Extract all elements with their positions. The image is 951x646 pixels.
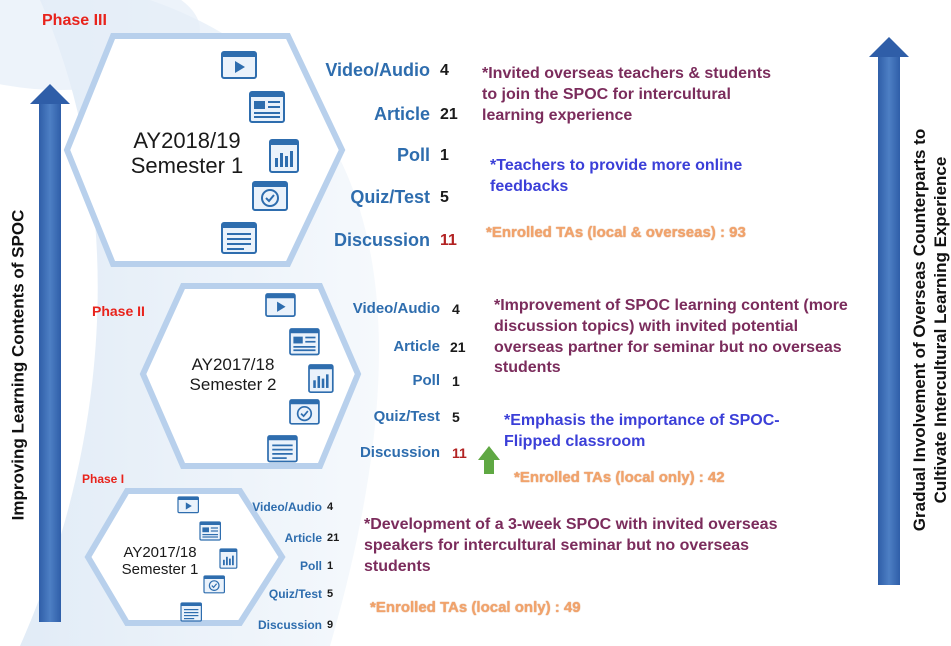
item-label: Article: [284, 531, 322, 545]
item-label: Discussion: [333, 230, 430, 250]
phase-1-semester: AY2017/18 Semester 1: [95, 544, 225, 579]
item-count: 4: [452, 301, 460, 317]
item-count: 11: [452, 445, 467, 461]
item-label: Article: [393, 338, 440, 355]
semester-line2: Semester 2: [189, 374, 277, 394]
item-count: 1: [327, 560, 334, 572]
item-label: Quiz/Test: [268, 587, 322, 601]
phase-2-note: *Improvement of SPOC learning content (m…: [494, 297, 848, 377]
item-label: Article: [373, 104, 430, 124]
discussion-icon: [267, 435, 298, 463]
phase-2-enrolled: *Enrolled TAs (local only) : 42: [514, 469, 725, 486]
item-label: Poll: [299, 559, 322, 573]
item-count: 5: [452, 409, 460, 425]
item-count: 11: [440, 232, 457, 249]
phase-2-semester: AY2017/18 Semester 2: [158, 355, 308, 394]
item-label: Discussion: [257, 618, 322, 632]
semester-line2: Semester 1: [130, 153, 244, 179]
right-axis-label-line2: Cultivate Intercultural Learning Experie…: [931, 156, 950, 504]
phase-2-label: Phase II: [92, 303, 145, 319]
item-label: Video/Audio: [325, 60, 430, 80]
video-icon: [265, 293, 296, 317]
phase-3-enrolled: *Enrolled TAs (local & overseas) : 93: [486, 224, 746, 241]
item-label: Video/Audio: [252, 500, 322, 514]
item-count: 1: [440, 147, 449, 164]
item-label: Discussion: [359, 444, 440, 461]
increase-arrow-icon: [478, 446, 500, 474]
item-count: 1: [452, 373, 460, 389]
semester-line1: AY2017/18: [123, 544, 197, 561]
item-label: Video/Audio: [352, 300, 440, 317]
item-count: 21: [450, 339, 466, 355]
hexagon-phase-1: [84, 488, 286, 626]
video-icon: [221, 51, 257, 79]
phase-1-enrolled: *Enrolled TAs (local only) : 49: [370, 599, 581, 616]
item-label: Quiz/Test: [350, 187, 430, 207]
semester-line2: Semester 1: [121, 561, 199, 579]
item-count: 5: [440, 189, 449, 206]
semester-line1: AY2018/19: [133, 128, 241, 153]
right-up-arrow: [869, 37, 909, 585]
phase-2-blue-note: *Emphasis the importance of SPOC-Flipped…: [504, 412, 780, 450]
left-up-arrow: [30, 84, 70, 622]
item-label: Poll: [412, 372, 440, 389]
phase-3-semester: AY2018/19 Semester 1: [97, 128, 277, 179]
right-axis-label-line1: Gradual Involvement of Overseas Counterp…: [909, 128, 929, 532]
semester-line1: AY2017/18: [191, 355, 275, 374]
video-icon: [177, 496, 199, 514]
item-label: Quiz/Test: [373, 408, 440, 425]
item-count: 5: [327, 588, 334, 600]
item-count: 21: [440, 106, 458, 123]
item-count: 4: [440, 62, 449, 79]
phase-3-blue-note: *Teachers to provide more online feedbac…: [490, 157, 743, 195]
item-count: 9: [327, 619, 334, 631]
item-label: Poll: [396, 145, 430, 165]
discussion-icon: [221, 222, 257, 254]
phase-3-note: *Invited overseas teachers & students to…: [482, 65, 772, 124]
item-count: 4: [327, 501, 334, 513]
discussion-icon: [180, 602, 202, 622]
right-axis-label: Gradual Involvement of Overseas Counterp…: [909, 129, 951, 531]
phase-3-label: Phase III: [42, 12, 107, 29]
phase-1-note: *Development of a 3-week SPOC with invit…: [364, 516, 778, 575]
item-count: 21: [327, 532, 340, 544]
left-axis-label: Improving Learning Contents of SPOC: [8, 209, 28, 521]
phase-1-label: Phase I: [82, 472, 125, 486]
